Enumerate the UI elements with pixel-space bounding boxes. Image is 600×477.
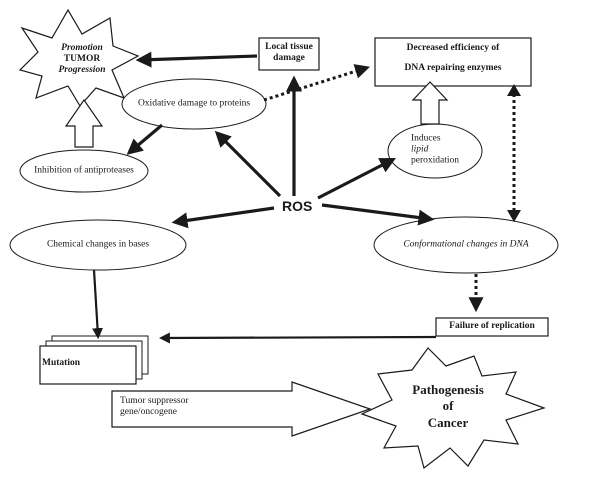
pathogenesis-label: Pathogenesis of Cancer — [412, 382, 484, 430]
failure-replication-box — [435, 317, 549, 337]
failure-label: Failure of replication — [449, 321, 535, 331]
pathogenesis-starburst — [360, 347, 546, 470]
conformational-label: Conformational changes in DNA — [403, 239, 529, 250]
local-tissue-box — [258, 37, 320, 71]
chemical-ellipse — [9, 219, 187, 271]
arrow-local-to-promotion — [135, 51, 258, 68]
decreased-efficiency-label: Decreased efficiency of DNA repairing en… — [404, 43, 502, 73]
arrow-ros-to-conformational — [321, 203, 435, 226]
induces-label: Induces lipid peroxidation — [410, 133, 460, 166]
hollow-arrow-up-left — [64, 98, 104, 148]
mutation-label: Mutation — [42, 358, 80, 368]
arrow-failure-to-mutation — [158, 332, 437, 344]
oxidative-ellipse — [121, 78, 267, 130]
arrow-ros-to-induces — [317, 157, 396, 200]
mutation-box — [39, 345, 137, 385]
local-tissue-label: Local tissue damage — [265, 42, 313, 63]
ros-label: ROS — [282, 198, 313, 214]
arrow-oxidative-to-inhibition — [126, 123, 164, 155]
dotted-arrowhead-down — [507, 210, 521, 222]
tumor-suppressor-label: Tumor suppressor gene/oncogene — [120, 396, 189, 417]
oxidative-label: Oxidative damage to proteins — [137, 98, 251, 109]
dotted-arrow-oxidative-to-decreased — [263, 64, 371, 102]
arrow-ros-to-chemical — [171, 206, 275, 229]
hollow-arrow-to-pathogenesis — [111, 381, 372, 437]
arrow-ros-to-oxidative — [214, 130, 282, 198]
arrow-chemical-to-mutation — [92, 269, 104, 340]
inhibition-label: Inhibition of antiproteases — [34, 165, 134, 176]
chemical-label: Chemical changes in bases — [46, 239, 150, 250]
inhibition-ellipse — [19, 149, 149, 193]
conformational-ellipse — [373, 216, 559, 274]
hollow-arrow-up-right — [411, 81, 449, 125]
promotion-label: Promotion TUMOR Progression — [58, 43, 106, 75]
decreased-efficiency-box — [374, 37, 532, 87]
dotted-arrowhead-up — [507, 84, 521, 96]
